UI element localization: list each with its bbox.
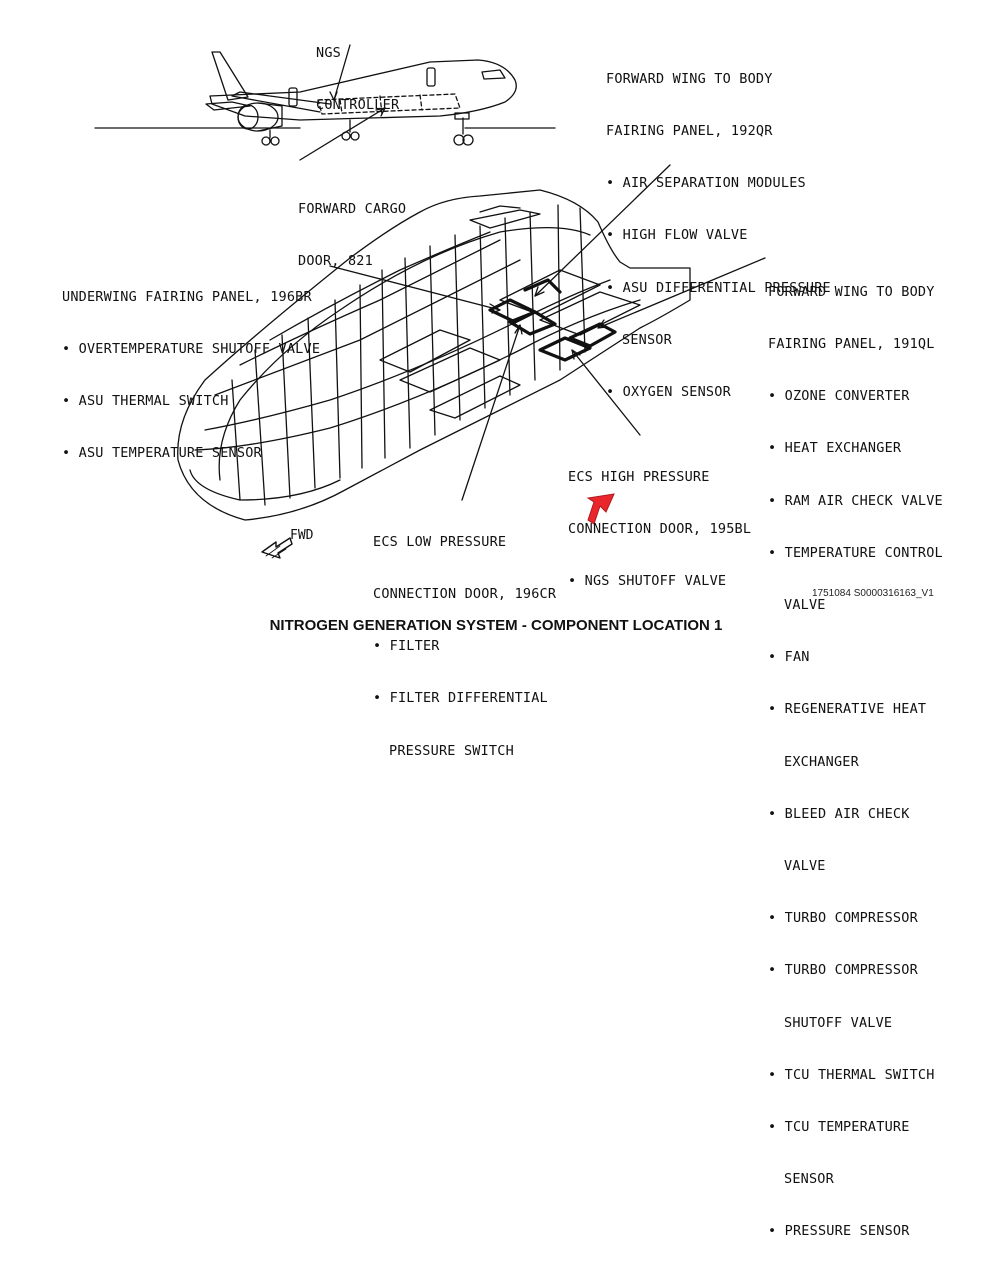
label-ngs-controller: NGS CONTROLLER [316, 44, 400, 114]
pointer-cursor-icon [586, 493, 615, 525]
diagram-stage: NGS CONTROLLER FORWARD CARGO DOOR, 821 F… [0, 0, 992, 646]
access-panels-highlight [488, 278, 617, 362]
label-panel-196br: UNDERWING FAIRING PANEL, 196BR OVERTEMPE… [62, 254, 320, 498]
figure-title: NITROGEN GENERATION SYSTEM - COMPONENT L… [269, 617, 723, 634]
fwd-arrow [261, 537, 293, 559]
label-panel-192qr: FORWARD WING TO BODY FAIRING PANEL, 192Q… [606, 36, 831, 436]
label-fwd: FWD [290, 528, 314, 543]
airplane-side-view [94, 51, 556, 146]
label-door-196cr: ECS LOW PRESSURE CONNECTION DOOR, 196CR … [373, 499, 556, 795]
figure-reference: 1751084 S0000316163_V1 [812, 588, 934, 599]
label-forward-cargo-door: FORWARD CARGO DOOR, 821 [298, 200, 407, 270]
label-door-195bl: ECS HIGH PRESSURE CONNECTION DOOR, 195BL… [568, 434, 751, 625]
label-panel-191ql: FORWARD WING TO BODY FAIRING PANEL, 191Q… [768, 249, 943, 1276]
